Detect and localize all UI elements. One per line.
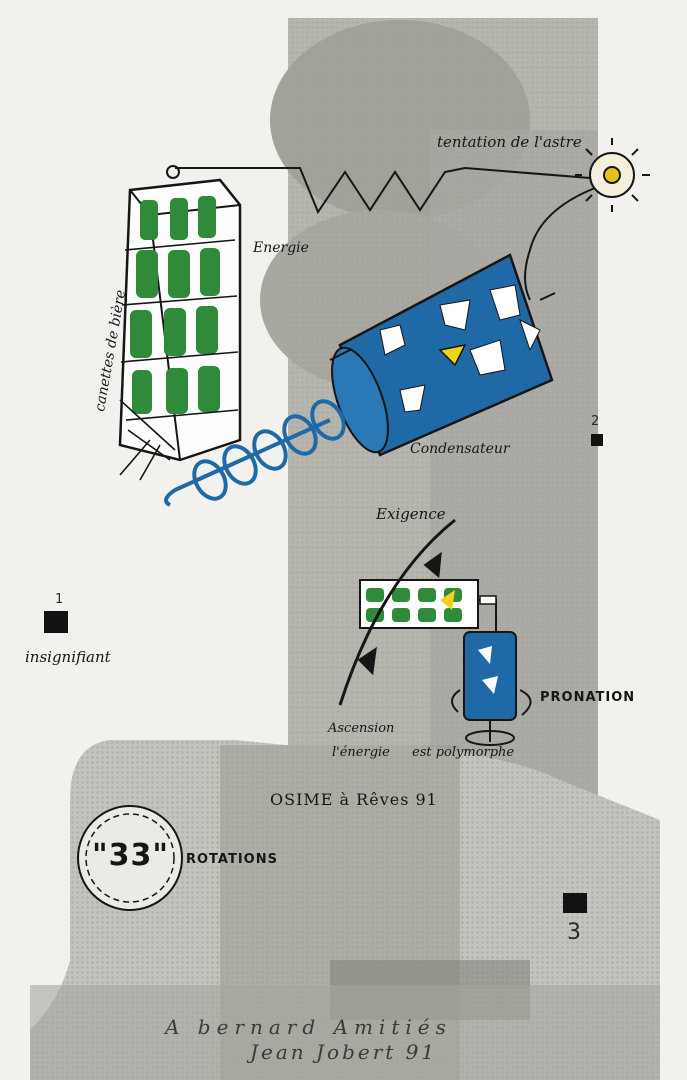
marker-number-2: 2 [591, 414, 600, 429]
label-polymorphe: est polymorphe [412, 745, 515, 760]
label-energie: Energie [253, 240, 309, 256]
marker-square-1 [44, 611, 68, 633]
label-insignifiant: insignifiant [25, 648, 111, 666]
signature: Jean Jobert 91 [250, 1040, 438, 1064]
energy-spring-wire [175, 166, 596, 301]
halftone-bottle-background [30, 740, 660, 1080]
marker-square-3 [563, 893, 587, 913]
label-ascension-2: l'énergie [332, 745, 390, 760]
cap-number: "33" [92, 838, 170, 873]
marker-number-1: 1 [55, 592, 64, 607]
label-tentation: tentation de l'astre [437, 133, 582, 151]
marker-number-3: 3 [567, 920, 581, 945]
condenser-cylinder [329, 253, 556, 457]
blue-coil [164, 399, 346, 507]
small-can-tray [359, 579, 497, 640]
label-pronation: PRONATION [540, 690, 636, 705]
small-blue-cylinder [451, 631, 532, 746]
dedication: A bernard Amitiés [165, 1015, 452, 1039]
label-exigence: Exigence [376, 505, 446, 523]
label-ascension-1: Ascension [328, 721, 395, 736]
marker-square-2 [591, 434, 603, 446]
bottle-cap-33 [77, 805, 183, 911]
label-rotations: ROTATIONS [186, 852, 278, 867]
label-condensateur: Condensateur [410, 441, 510, 457]
exigence-arc [338, 518, 456, 706]
beer-can-crate [118, 165, 242, 481]
artwork-title: OSIME à Rêves 91 [270, 790, 438, 809]
sun-star-drawing [575, 138, 650, 212]
